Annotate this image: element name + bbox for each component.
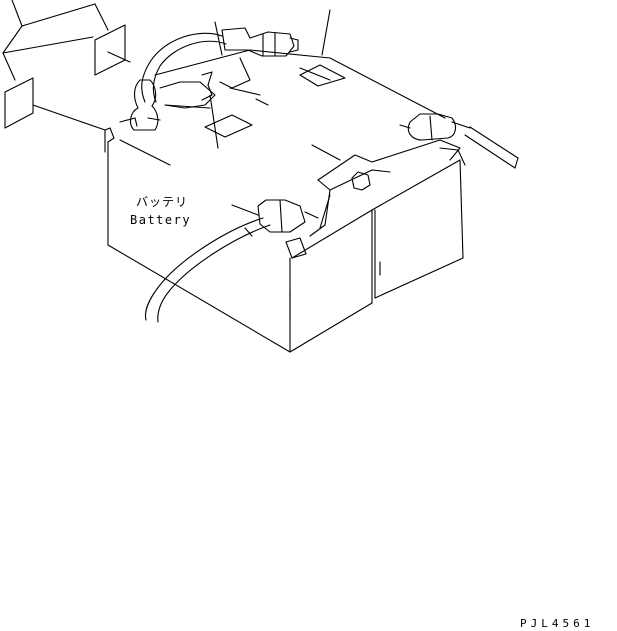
- battery-front: [104, 127, 466, 353]
- clamp-plate: [309, 139, 461, 237]
- battery-tray: [154, 9, 446, 149]
- bracket-box: [2, 0, 109, 131]
- left-terminal: [119, 79, 161, 131]
- right-terminal: [399, 113, 519, 169]
- drawing-code: PJL4561: [520, 617, 595, 630]
- battery-label-english: Battery: [130, 213, 192, 227]
- cable-upper: [141, 27, 299, 109]
- battery-label-japanese: バッテリ: [136, 195, 189, 209]
- front-cable: [144, 199, 319, 323]
- plate-top: [94, 24, 126, 76]
- plate-left: [4, 77, 34, 129]
